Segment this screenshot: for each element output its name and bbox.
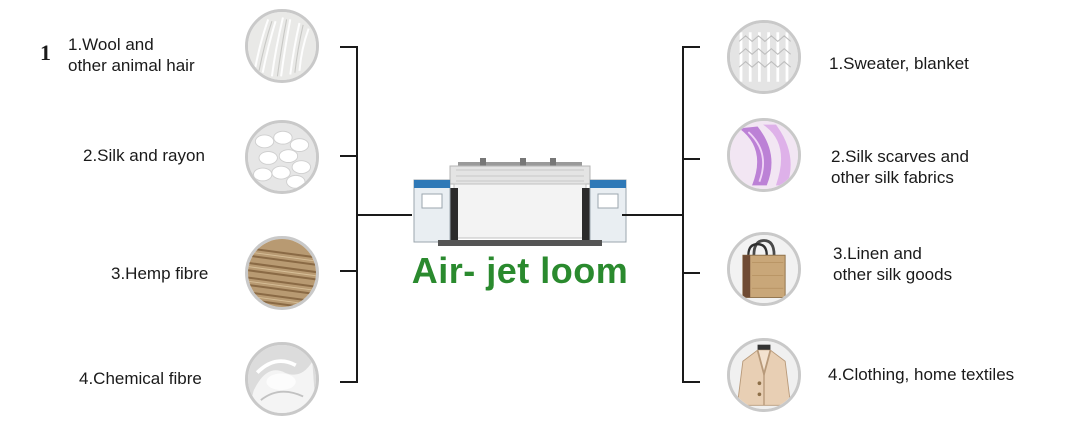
left-connector-4: [340, 381, 358, 383]
left-to-loom-line: [356, 214, 412, 216]
input-label-wool: 1.Wool and other animal hair: [68, 35, 195, 75]
left-connector-2: [340, 155, 358, 157]
loom-to-right-line: [622, 214, 684, 216]
coat-icon: [727, 338, 801, 412]
input-label-chemical: 4.Chemical fibre: [79, 369, 202, 388]
input-label-silk: 2.Silk and rayon: [83, 146, 205, 165]
input-label-hemp: 3.Hemp fibre: [111, 264, 209, 283]
right-bracket-line: [682, 46, 684, 383]
output-label-linen: 3.Linen and other silk goods: [833, 244, 953, 284]
knit-sweater-icon: [727, 20, 801, 94]
output-label-sweater: 1.Sweater, blanket: [829, 54, 969, 73]
right-connector-4: [682, 381, 700, 383]
right-connector-3: [682, 272, 700, 274]
wool-fur-icon: [245, 9, 319, 83]
output-label-silk-scarves: 2.Silk scarves and other silk fabrics: [831, 147, 969, 187]
left-connector-1: [340, 46, 358, 48]
air-jet-loom-illustration: [410, 158, 630, 248]
chemical-fibre-icon: [245, 342, 319, 416]
right-connector-1: [682, 46, 700, 48]
stray-number-mark: 1: [40, 40, 51, 65]
silk-scarf-icon: [727, 118, 801, 192]
right-connector-2: [682, 158, 700, 160]
hemp-twine-icon: [245, 236, 319, 310]
linen-bag-icon: [727, 232, 801, 306]
diagram-title: Air- jet loom: [411, 250, 629, 291]
left-connector-3: [340, 270, 358, 272]
silk-cocoons-icon: [245, 120, 319, 194]
output-label-clothing: 4.Clothing, home textiles: [828, 365, 1015, 384]
